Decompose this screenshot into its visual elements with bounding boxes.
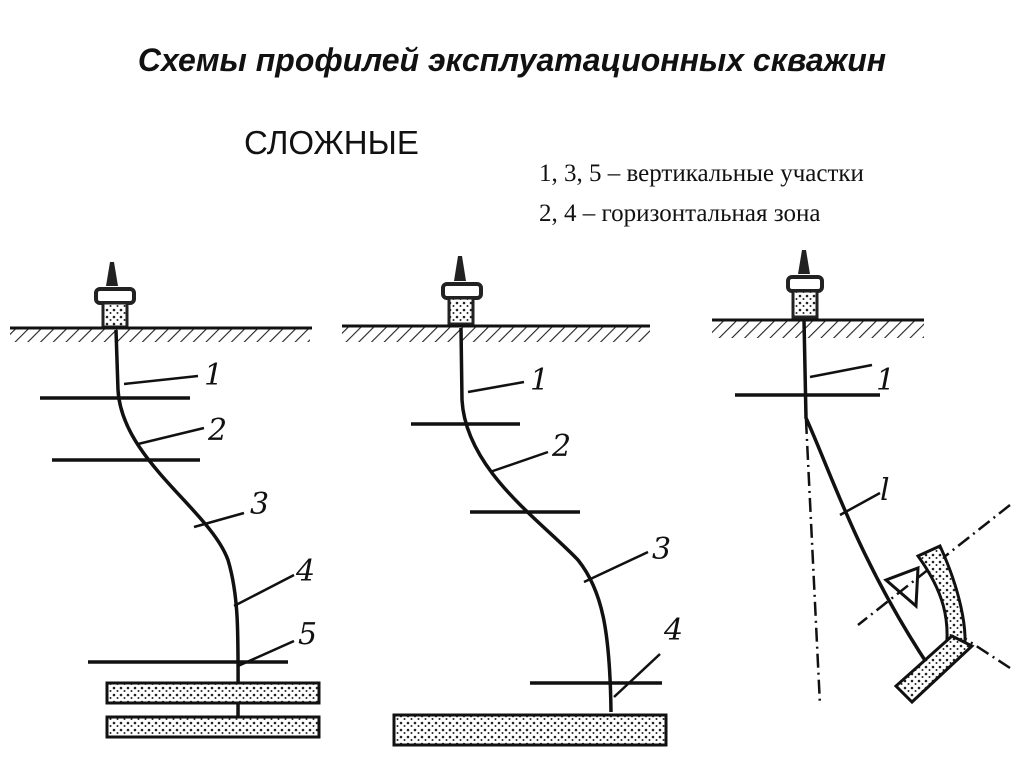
well-2-marker-lines (411, 422, 662, 685)
well-2-label-4: 4 (663, 613, 683, 648)
well-2-label-2: 2 (551, 429, 571, 464)
well-1-reservoirs (105, 681, 321, 739)
ground-surface (10, 326, 312, 342)
legend: 1, 3, 5 – вертикальные участки 2, 4 – го… (539, 154, 864, 234)
well-3-trajectory (802, 319, 932, 669)
ground-surface (712, 318, 924, 338)
well-1-label-2: 2 (207, 413, 227, 448)
well-2-label-3: 3 (652, 532, 671, 567)
well-2-trajectory (459, 327, 613, 713)
well-1-leaders (123, 374, 295, 668)
well-1-label-3: 3 (250, 487, 269, 522)
well-3-angle-mark (883, 565, 920, 610)
well-1-label-1: 1 (204, 358, 223, 393)
well-3-vertical-axis (804, 419, 822, 706)
well-1-label-5: 5 (298, 617, 317, 652)
well-3-leaders (809, 363, 881, 517)
derrick-icon (94, 262, 136, 329)
well-1: 1 2 3 4 5 (10, 262, 321, 739)
derrick-icon (441, 256, 483, 326)
well-3-label-l: l (880, 473, 890, 508)
ground-surface (342, 324, 650, 342)
well-1-label-4: 4 (295, 554, 315, 589)
well-3: 1 l (712, 250, 1011, 706)
legend-line-horizontal: 2, 4 – горизонтальная зона (539, 200, 821, 227)
well-3-label-1: 1 (876, 363, 895, 398)
slide-title: Схемы профилей эксплуатационных скважин (137, 42, 887, 78)
well-2-reservoir (392, 713, 668, 747)
well-1-marker-lines (40, 396, 288, 664)
well-3-reservoir (915, 544, 967, 654)
well-3-inclined-axis (857, 504, 1011, 626)
well-2-label-1: 1 (530, 363, 549, 398)
well-1-trajectory (114, 329, 240, 731)
well-2: 1 2 3 4 (342, 256, 683, 747)
derrick-icon (786, 250, 824, 319)
slide-subtitle: СЛОЖНЫЕ (244, 124, 419, 161)
legend-line-vertical: 1, 3, 5 – вертикальные участки (539, 160, 864, 187)
well-2-leaders (467, 380, 661, 698)
well-3-reservoir-lower (893, 634, 975, 705)
